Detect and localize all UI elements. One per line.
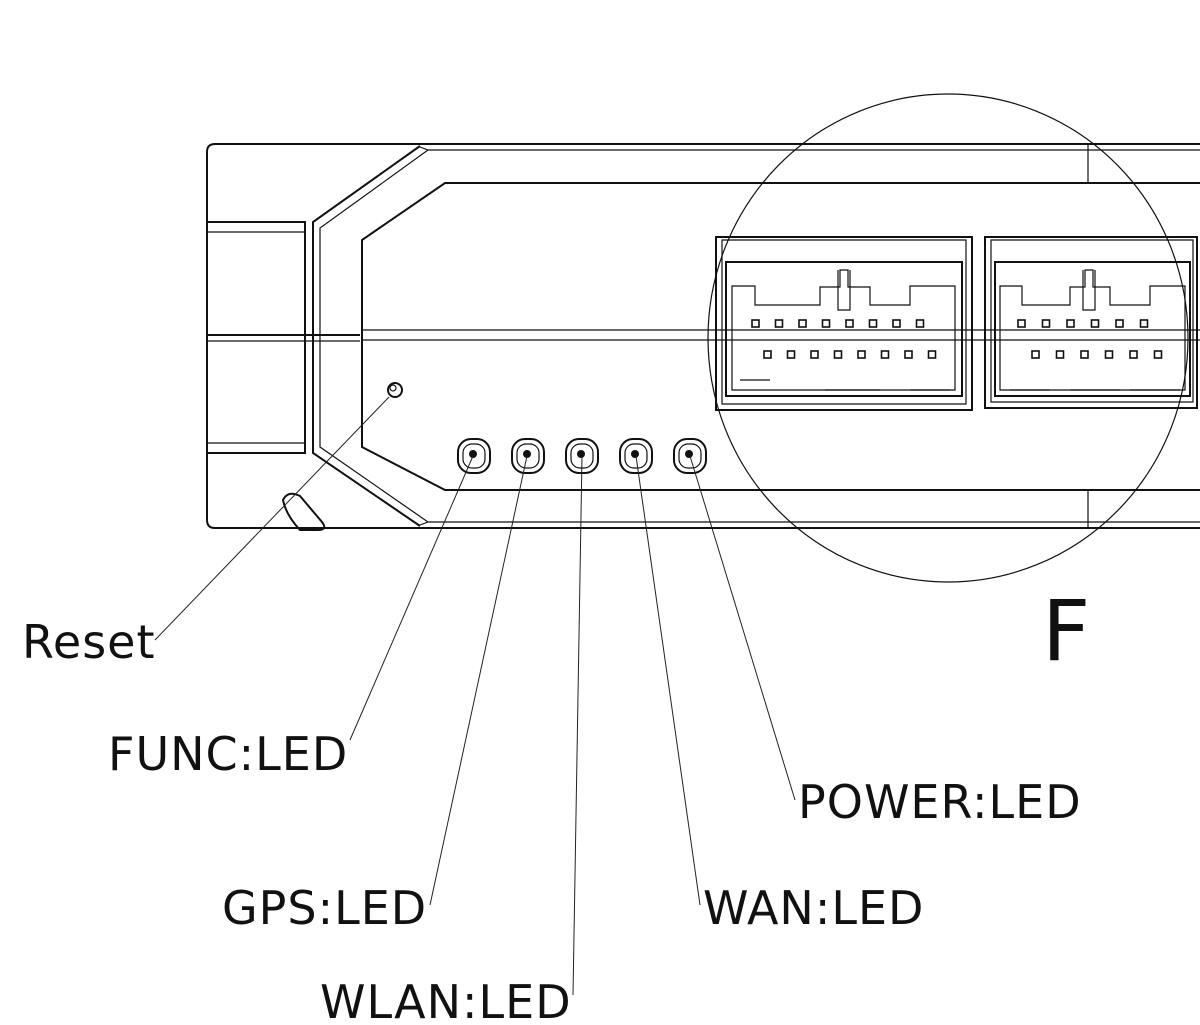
connector-right-pin-top-2	[1041, 319, 1051, 328]
connector-left-pin-bottom-8	[927, 350, 937, 359]
label-reset: Reset	[22, 615, 156, 669]
led-gps	[511, 438, 545, 474]
connector-left-pin-top-2	[774, 319, 784, 328]
connector-right-pin-bottom-2	[1055, 350, 1065, 359]
connector-right-pin-top-4	[1090, 319, 1100, 328]
connector-right-pin-top-5	[1115, 319, 1124, 328]
connector-left-pin-top-5	[845, 319, 854, 328]
detail-circle	[707, 93, 1189, 583]
connector-left-pin-bottom-3	[810, 350, 819, 359]
connector-left-pin-top-3	[798, 319, 807, 328]
callout-labels: Reset FUNC:LED GPS:LED WLAN:LED WAN:LED …	[22, 615, 1082, 1025]
connector-left-pin-top-4	[821, 319, 831, 328]
connector-right-pin-bottom-6	[1153, 350, 1163, 359]
device-housing	[206, 143, 1200, 531]
connector-right-pin-bottom-1	[1031, 350, 1040, 359]
connector-right-pin-top-1	[1017, 319, 1026, 328]
connector-left-pin-top-7	[892, 319, 901, 328]
label-wlan-led: WLAN:LED	[320, 975, 572, 1025]
led-power	[673, 438, 707, 474]
led-wan	[619, 438, 653, 474]
connector-left-pin-bottom-5	[857, 350, 866, 359]
led-row	[457, 438, 707, 474]
leader-gps	[429, 455, 528, 906]
connector-right	[984, 236, 1198, 409]
leader-func	[349, 455, 474, 741]
connector-right-pin-top-3	[1066, 319, 1075, 328]
connector-right-pin-bottom-3	[1080, 350, 1089, 359]
detail-label: F	[1042, 582, 1090, 680]
leader-power	[689, 455, 796, 801]
label-power-led: POWER:LED	[798, 775, 1082, 829]
connector-left-pin-top-8	[915, 319, 925, 328]
connector-right-pin-bottom-4	[1104, 350, 1114, 359]
label-gps-led: GPS:LED	[222, 881, 427, 935]
label-func-led: FUNC:LED	[108, 727, 348, 781]
led-func	[457, 438, 491, 474]
connector-left-pin-bottom-7	[904, 350, 913, 359]
leader-lines	[154, 396, 796, 996]
leader-wlan	[572, 455, 583, 996]
connector-left-pin-bottom-2	[786, 350, 796, 359]
leader-reset	[154, 396, 390, 641]
connector-left-pin-bottom-1	[763, 350, 772, 359]
connector-left-pin-bottom-4	[833, 350, 843, 359]
label-wan-led: WAN:LED	[703, 881, 924, 935]
connector-group	[715, 236, 1198, 411]
connector-left-pin-top-1	[751, 319, 760, 328]
connector-right-pin-top-6	[1139, 319, 1149, 328]
connector-left	[715, 236, 973, 411]
leader-wan	[635, 455, 701, 906]
connector-left-pin-top-6	[868, 319, 878, 328]
connector-right-pin-bottom-5	[1129, 350, 1138, 359]
connector-left-pin-bottom-6	[880, 350, 890, 359]
reset-button-hole	[387, 382, 403, 398]
